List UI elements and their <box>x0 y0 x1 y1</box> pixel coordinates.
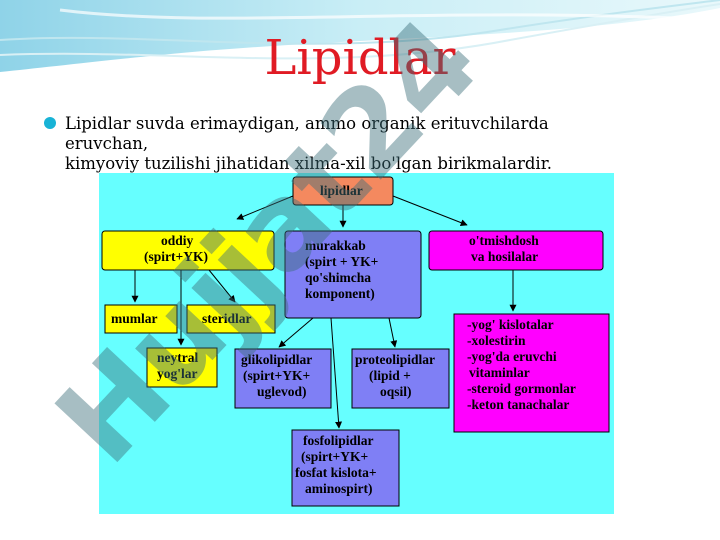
node-neytral: neytral yog'lar <box>146 347 218 388</box>
node-hosilalar-line: -xolestirin <box>467 333 526 348</box>
arrow-murakkab-glikolipidlar <box>278 317 314 348</box>
arrow-lipidlar-otmishdosh <box>392 195 468 226</box>
node-fosfolipidlar-box <box>291 429 400 507</box>
node-neytral-line: neytral <box>157 350 198 365</box>
node-otmishdosh: o'tmishdosh va hosilalar <box>428 230 604 271</box>
slide-title: Lipidlar <box>264 30 456 86</box>
bullet-line: Lipidlar suvda erimaydigan, ammo organik… <box>65 114 549 133</box>
node-oddiy-line: (spirt+YK) <box>144 249 208 264</box>
node-proteolipidlar-line: proteolipidlar <box>355 352 435 367</box>
arrow-lipidlar-oddiy <box>236 195 294 220</box>
node-hosilalar-line: -steroid gormonlar <box>467 381 576 396</box>
node-steridlar: steridlar <box>186 304 276 334</box>
node-otmishdosh-line: va hosilalar <box>471 249 538 264</box>
node-otmishdosh-line: o'tmishdosh <box>469 233 539 248</box>
node-murakkab-line: komponent) <box>305 286 375 301</box>
node-oddiy: oddiy (spirt+YK) <box>101 230 275 271</box>
node-murakkab-box <box>284 230 422 319</box>
node-fosfolipidlar-line: fosfolipidlar <box>303 433 374 448</box>
arrow-oddiy-steridlar <box>208 269 236 303</box>
node-murakkab-line: qo'shimcha <box>305 270 371 285</box>
node-hosilalar-box <box>453 313 610 433</box>
node-hosilalar: -yog' kislotalar -xolestirin -yog'da eru… <box>453 313 610 433</box>
bullet-line: kimyoviy tuzilishi jihatidan xilma-xil b… <box>65 154 553 173</box>
node-hosilalar-line: -keton tanachalar <box>467 397 569 412</box>
node-steridlar-label: steridlar <box>202 311 252 326</box>
node-murakkab-line: (spirt + YK+ <box>305 254 378 269</box>
node-glikolipidlar-line: glikolipidlar <box>241 352 312 367</box>
node-glikolipidlar-box <box>234 348 332 409</box>
bullet-line: eruvchan, <box>65 134 149 153</box>
node-murakkab: murakkab (spirt + YK+ qo'shimcha kompone… <box>284 230 422 319</box>
bullet-text: Lipidlar suvda erimaydigan, ammo organik… <box>65 114 665 174</box>
node-glikolipidlar-line: uglevod) <box>257 384 307 399</box>
diagram-connectors <box>131 195 517 429</box>
arrow-murakkab-proteolipidlar <box>388 317 398 348</box>
node-proteolipidlar-box <box>351 348 450 409</box>
node-proteolipidlar: proteolipidlar (lipid + oqsil) <box>351 348 450 409</box>
node-otmishdosh-box <box>428 230 604 271</box>
node-fosfolipidlar-line: (spirt+YK+ <box>301 449 368 464</box>
header-wave-decoration <box>0 0 720 72</box>
node-proteolipidlar-line: oqsil) <box>380 384 412 399</box>
lipid-classification-diagram: lipidlar oddiy (spirt+YK) murakkab (spir… <box>99 173 614 514</box>
node-oddiy-box <box>101 230 275 271</box>
node-hosilalar-line: -yog' kislotalar <box>467 317 554 332</box>
node-lipidlar: lipidlar <box>292 176 394 206</box>
node-lipidlar-box <box>292 176 394 206</box>
node-neytral-line: yog'lar <box>157 366 198 381</box>
node-hosilalar-line: -yog'da eruvchi <box>467 349 557 364</box>
node-proteolipidlar-line: (lipid + <box>369 368 411 383</box>
node-fosfolipidlar-line: fosfat kislota+ <box>295 465 377 480</box>
node-mumlar-box <box>104 304 178 334</box>
node-murakkab-line: murakkab <box>305 238 366 253</box>
node-lipidlar-label: lipidlar <box>320 183 363 198</box>
node-glikolipidlar: glikolipidlar (spirt+YK+ uglevod) <box>234 348 332 409</box>
node-steridlar-box <box>186 304 276 334</box>
node-neytral-box <box>146 347 218 388</box>
node-hosilalar-line: vitaminlar <box>469 365 530 380</box>
node-oddiy-line: oddiy <box>161 233 194 248</box>
node-fosfolipidlar-line: aminospirt) <box>305 481 373 496</box>
node-mumlar-label: mumlar <box>111 311 158 326</box>
node-glikolipidlar-line: (spirt+YK+ <box>243 368 310 383</box>
node-fosfolipidlar: fosfolipidlar (spirt+YK+ fosfat kislota+… <box>291 429 400 507</box>
node-mumlar: mumlar <box>104 304 178 334</box>
bullet-icon <box>44 117 56 129</box>
arrow-murakkab-fosfolipidlar <box>330 317 343 429</box>
